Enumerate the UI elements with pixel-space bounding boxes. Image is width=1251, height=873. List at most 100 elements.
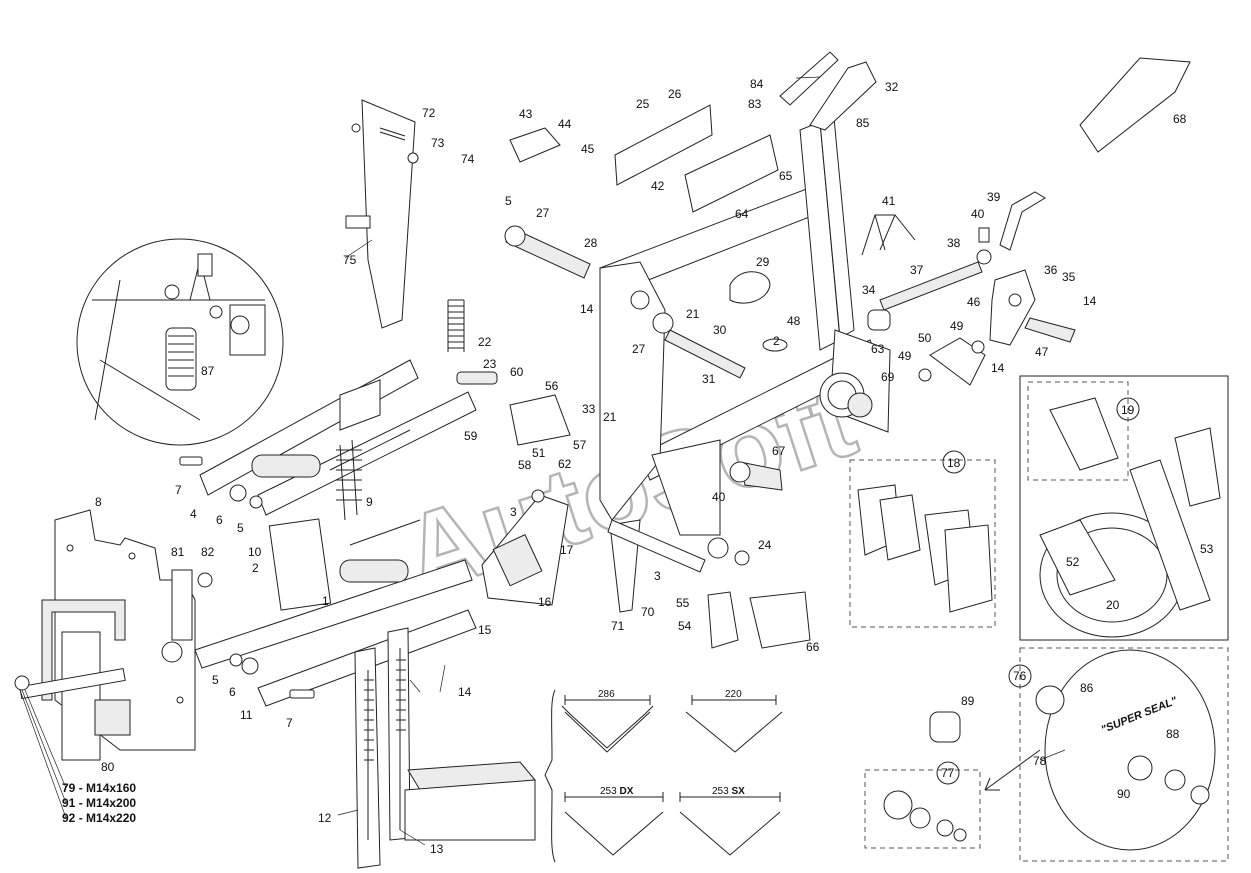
tube-part-32: [809, 61, 877, 131]
label-41: 41: [882, 194, 896, 208]
label-71: 71: [611, 619, 625, 633]
label-5-mid: 5: [505, 194, 512, 208]
hub-part-89: [929, 711, 961, 743]
bracket-part-35: [989, 269, 1036, 346]
plate-part-81: [171, 569, 193, 641]
washer-part-48: [762, 338, 788, 352]
label-75: 75: [343, 253, 357, 267]
assembly-arrow: [984, 749, 1041, 791]
label-29: 29: [756, 255, 770, 269]
boot-part-66: [749, 591, 811, 649]
plate-part-64: [684, 134, 779, 213]
label-31: 31: [702, 372, 716, 386]
washer-part-49-right: [971, 340, 985, 354]
label-78: 78: [1033, 754, 1047, 768]
bushing-part-27-top: [504, 225, 526, 247]
knife-part-70-base: [607, 519, 706, 573]
label-2-right: 2: [773, 334, 780, 348]
label-73: 73: [431, 136, 445, 150]
label-1: 1: [322, 594, 329, 608]
label-90: 90: [1117, 787, 1131, 801]
label-7-top: 7: [175, 483, 182, 497]
label-80: 80: [101, 760, 115, 774]
inset-18-scraper-blades: [849, 459, 996, 628]
label-82: 82: [201, 545, 215, 559]
label-11: 11: [240, 708, 253, 722]
bolt-spec-91: 91 - M14x200: [62, 796, 136, 810]
label-68: 68: [1173, 112, 1187, 126]
label-14-b: 14: [458, 685, 472, 699]
label-83: 83: [748, 97, 762, 111]
label-51: 51: [532, 446, 546, 460]
label-64: 64: [735, 207, 749, 221]
label-3-right: 3: [654, 569, 661, 583]
label-5-top: 5: [237, 521, 244, 535]
label-49-b: 49: [898, 349, 912, 363]
nut-part-5-bottom: [229, 653, 243, 667]
bushing-part-34: [867, 309, 891, 331]
label-59: 59: [464, 429, 478, 443]
dimension-220: 220: [725, 689, 742, 700]
part-number-labels: 1 2 2 3 3 4 5 5 5 6 6 7 7 8 9 10 11 12 1…: [95, 77, 1214, 856]
profile-diagrams: [544, 689, 783, 863]
label-58: 58: [518, 458, 532, 472]
parallel-linkage-frame: [194, 359, 477, 707]
label-66: 66: [806, 640, 820, 654]
label-30: 30: [713, 323, 727, 337]
label-23: 23: [483, 357, 497, 371]
label-35: 35: [1062, 270, 1076, 284]
label-62: 62: [558, 457, 572, 471]
label-46: 46: [967, 295, 981, 309]
bracket-part-16-inner: [492, 534, 543, 587]
label-38: 38: [947, 236, 961, 250]
label-60: 60: [510, 365, 524, 379]
label-39: 39: [987, 190, 1001, 204]
label-40-b: 40: [712, 490, 726, 504]
label-33: 33: [582, 402, 596, 416]
dimension-253-dx: 253 DX: [600, 786, 634, 797]
label-87: 87: [201, 364, 215, 378]
label-8: 8: [95, 495, 102, 509]
leader-lines: [19, 76, 1066, 846]
label-19: 19: [1121, 403, 1135, 417]
washer-part-49-left: [918, 368, 932, 382]
shaft-part-37: [879, 261, 983, 311]
label-14-c: 14: [1083, 294, 1097, 308]
label-21-a: 21: [686, 307, 700, 321]
dimension-labels: 286 220 253 DX 253 SX: [598, 689, 745, 797]
shank-parts-12-13: [354, 627, 536, 869]
label-9: 9: [366, 495, 373, 509]
label-43: 43: [519, 107, 533, 121]
label-85: 85: [856, 116, 870, 130]
pin-part-47: [1024, 317, 1076, 343]
label-34: 34: [862, 283, 876, 297]
label-45: 45: [581, 142, 595, 156]
label-15: 15: [478, 623, 492, 637]
label-48: 48: [787, 314, 801, 328]
label-67: 67: [772, 444, 786, 458]
crank-part-39: [999, 191, 1046, 251]
lever-part-50: [929, 337, 986, 386]
label-86: 86: [1080, 681, 1094, 695]
label-76: 76: [1013, 669, 1027, 683]
label-24: 24: [758, 538, 772, 552]
label-16: 16: [538, 595, 552, 609]
label-6-top: 6: [216, 513, 223, 527]
label-14-a: 14: [580, 302, 594, 316]
label-36: 36: [1044, 263, 1058, 277]
washer-part-6-top: [229, 484, 247, 502]
plate-part-83: [779, 51, 839, 106]
nut-part-24: [734, 550, 750, 566]
label-27-a: 27: [536, 206, 550, 220]
axle-part-67-end: [729, 461, 751, 483]
label-27-b: 27: [632, 342, 646, 356]
washer-part-6-bottom: [241, 657, 259, 675]
label-55: 55: [676, 596, 690, 610]
bracket-part-8: [14, 509, 196, 761]
label-89: 89: [961, 694, 975, 708]
label-47: 47: [1035, 345, 1049, 359]
label-4: 4: [190, 507, 197, 521]
label-52: 52: [1066, 555, 1080, 569]
pin-part-40-top: [978, 227, 990, 243]
